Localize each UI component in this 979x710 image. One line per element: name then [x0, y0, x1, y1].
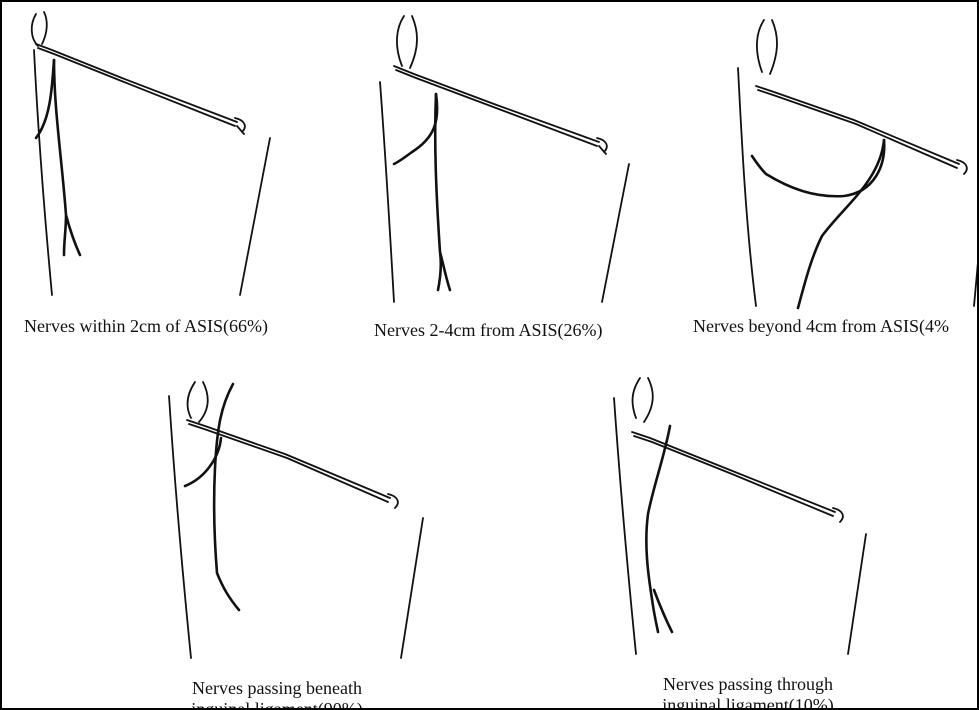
caption-2-4cm: Nerves 2-4cm from ASIS(26%)	[374, 320, 602, 341]
caption-beyond-4cm: Nerves beyond 4cm from ASIS(4%	[693, 316, 949, 337]
iliac-crest-outline	[757, 20, 764, 72]
caption-through-ligament-line2: inguinal ligament(10%)	[638, 695, 858, 710]
iliac-crest-outline	[32, 14, 38, 46]
iliac-crest-inner	[644, 378, 653, 422]
lateral-thigh-outline	[614, 398, 636, 654]
medial-thigh-outline	[240, 138, 270, 295]
pubic-tubercle	[388, 494, 398, 508]
nerve-branch-lateral	[394, 94, 437, 164]
medial-thigh-outline	[401, 518, 423, 658]
inguinal-ligament-inner	[758, 90, 957, 168]
nerve-trunk	[54, 60, 80, 255]
caption-within-2cm: Nerves within 2cm of ASIS(66%)	[24, 316, 268, 337]
nerve-through-ligament	[646, 426, 672, 632]
iliac-crest-inner	[770, 20, 777, 74]
nerve-trunk	[798, 140, 884, 308]
inguinal-ligament	[632, 432, 835, 512]
iliac-crest-outline	[633, 378, 640, 418]
inguinal-ligament	[394, 66, 599, 142]
lateral-thigh-outline	[380, 82, 394, 302]
panel-within-2cm-drawing	[22, 10, 292, 310]
lateral-thigh-outline	[169, 396, 191, 658]
medial-thigh-outline	[848, 534, 866, 654]
panel-through-ligament-drawing	[610, 374, 880, 659]
inguinal-ligament-inner	[38, 48, 235, 126]
pubic-tubercle	[235, 118, 245, 134]
medial-thigh-outline	[602, 164, 629, 302]
caption-beneath-ligament: Nerves passing beneath inguinal ligament…	[172, 678, 382, 710]
medial-thigh-outline	[974, 196, 979, 306]
panel-beyond-4cm-drawing	[734, 16, 979, 316]
caption-beneath-ligament-line2: inguinal ligament(90%)	[172, 699, 382, 710]
lateral-thigh-outline	[738, 68, 756, 306]
inguinal-ligament-inner	[396, 70, 597, 146]
panel-beneath-ligament-drawing	[165, 378, 435, 663]
caption-through-ligament: Nerves passing through inguinal ligament…	[638, 674, 858, 710]
iliac-crest-outline	[397, 16, 404, 66]
pubic-tubercle	[957, 160, 967, 174]
iliac-crest-outline	[188, 382, 195, 418]
inguinal-ligament	[36, 44, 237, 122]
iliac-crest-inner	[199, 382, 208, 422]
caption-beneath-ligament-line1: Nerves passing beneath	[172, 678, 382, 699]
lateral-thigh-outline	[34, 50, 52, 295]
pubic-tubercle	[597, 138, 607, 154]
iliac-crest-inner	[42, 12, 47, 44]
nerve-trunk	[214, 384, 239, 610]
caption-through-ligament-line1: Nerves passing through	[638, 674, 858, 695]
iliac-crest-inner	[410, 16, 417, 68]
pubic-tubercle	[833, 508, 843, 522]
panel-2-4cm-drawing	[374, 12, 644, 312]
nerve-trunk	[435, 94, 450, 290]
